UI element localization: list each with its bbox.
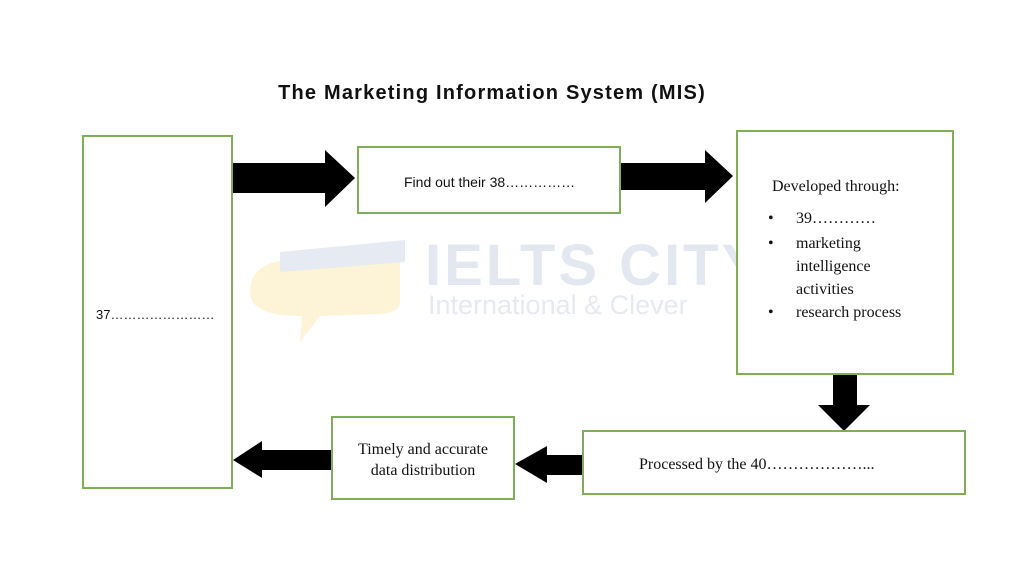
box-distribution: Timely and accurate data distribution bbox=[331, 416, 515, 500]
q37-text: 37…………………… bbox=[96, 307, 215, 322]
diagram-title: The Marketing Information System (MIS) bbox=[278, 82, 706, 104]
developed-heading: Developed through: bbox=[772, 178, 900, 195]
arrow-right-1 bbox=[233, 150, 355, 207]
list-item: 39………… bbox=[766, 207, 942, 230]
arrow-left-2 bbox=[233, 441, 331, 478]
list-item: marketing intelligence activities bbox=[766, 232, 896, 301]
box-q37: 37…………………… bbox=[82, 135, 233, 489]
q38-text: Find out their 38…………… bbox=[404, 174, 576, 190]
developed-list: 39………… marketing intelligence activities… bbox=[766, 207, 942, 324]
arrow-left-1 bbox=[515, 446, 582, 483]
distribution-text: Timely and accurate data distribution bbox=[357, 441, 489, 479]
q40-text: Processed by the 40………………... bbox=[639, 456, 875, 473]
arrow-down bbox=[818, 372, 870, 431]
list-item: research process bbox=[766, 301, 942, 324]
box-q40: Processed by the 40………………... bbox=[582, 430, 966, 495]
box-q38: Find out their 38…………… bbox=[357, 146, 621, 214]
arrow-right-2 bbox=[620, 150, 733, 203]
box-developed: Developed through: 39………… marketing inte… bbox=[736, 130, 954, 375]
